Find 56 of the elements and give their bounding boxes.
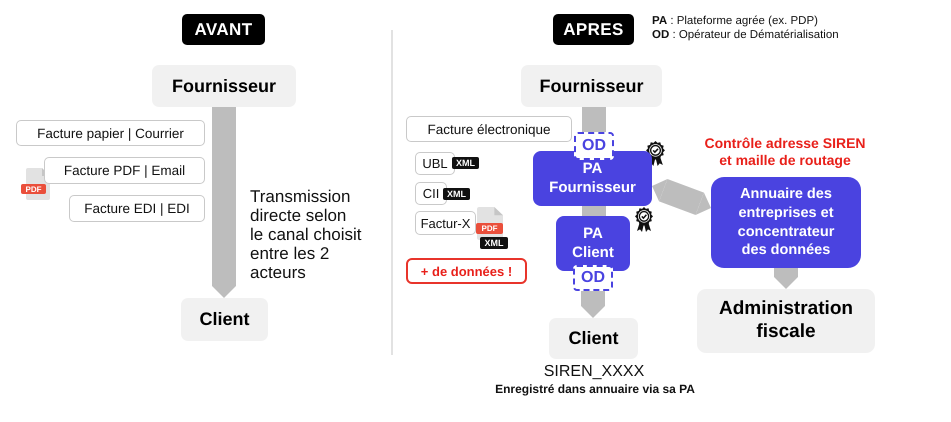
operator-box — [573, 265, 613, 291]
double-arrow — [652, 178, 711, 216]
section-badge — [553, 14, 634, 45]
operator-abbreviation: OD — [581, 269, 605, 287]
format-box — [415, 211, 476, 235]
directory-box — [711, 177, 861, 268]
format-name: Factur-X — [420, 216, 470, 230]
invoice-channel-label: Facture papier | Courrier — [37, 126, 184, 140]
format-box — [415, 152, 455, 175]
flow-arrow — [212, 107, 236, 298]
actor-name: Client — [199, 309, 250, 330]
definition-text: PA : Plateforme agrée (ex. PDP) — [652, 15, 818, 27]
platform-name: PA Client — [571, 224, 615, 262]
actor-box — [697, 289, 875, 353]
callout-box — [406, 258, 527, 284]
actor-name: Client — [568, 328, 618, 349]
section-badge — [182, 14, 265, 45]
control-note: Contrôle adresse SIREN et maille de routage — [703, 135, 867, 169]
callout-text: + de données ! — [420, 264, 512, 278]
directory-label: Annuaire des entreprises et concentrateur des données — [736, 184, 836, 260]
format-name: UBL — [422, 156, 448, 171]
file-format-tag: PDF — [476, 223, 503, 234]
invoice-channel-box — [406, 116, 572, 142]
invoice-channel-box — [16, 120, 205, 146]
actor-box — [152, 65, 296, 107]
section-heading: APRES — [563, 20, 624, 40]
connector-band — [582, 107, 606, 132]
format-box — [415, 182, 447, 205]
actor-name: Fournisseur — [539, 76, 644, 96]
actor-box — [549, 318, 638, 359]
file-format-tag: XML — [443, 188, 470, 200]
invoice-channel-box — [69, 195, 205, 222]
company-id-text: SIREN_XXXX — [542, 363, 646, 381]
note-text: Enregistré dans annuaire via sa PA — [494, 382, 696, 396]
actor-box — [521, 65, 662, 107]
invoice-channel-box — [44, 157, 205, 184]
actor-name: Administration fiscale — [718, 298, 854, 344]
definition-text: OD : Opérateur de Dématérialisation — [652, 29, 839, 41]
platform-name: PA Fournisseur — [548, 160, 637, 198]
section-heading: AVANT — [194, 20, 253, 40]
invoice-channel-label: Facture PDF | Email — [64, 163, 186, 178]
invoice-channel-label: Facture EDI | EDI — [84, 201, 190, 216]
file-format-tag: XML — [452, 157, 479, 169]
connector-band — [582, 206, 606, 216]
file-format-tag: PDF — [21, 184, 46, 194]
flow-arrow — [774, 268, 798, 289]
operator-abbreviation: OD — [582, 137, 606, 155]
file-format-tag: XML — [480, 237, 508, 249]
actor-name: Fournisseur — [172, 76, 276, 96]
invoice-channel-label: Facture électronique — [427, 122, 551, 136]
operator-box — [574, 132, 614, 160]
platform-box — [556, 216, 630, 271]
actor-box — [181, 298, 268, 341]
format-name: CII — [422, 186, 440, 201]
platform-box — [533, 151, 652, 206]
flow-arrow — [581, 291, 605, 318]
